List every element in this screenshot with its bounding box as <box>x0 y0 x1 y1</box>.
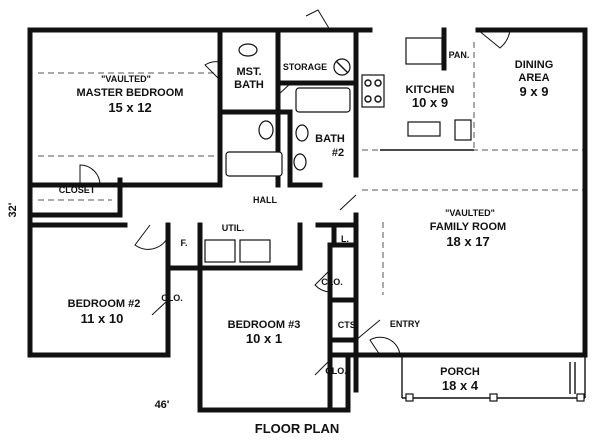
clo1-label: CLO. <box>161 293 183 303</box>
bath2-line2: #2 <box>332 147 344 159</box>
bedroom3-size: 10 x 1 <box>246 331 282 346</box>
washer <box>204 239 236 263</box>
master-bedroom-size: 15 x 12 <box>108 100 151 115</box>
family-vaulted-note: "VAULTED" <box>445 208 495 218</box>
entry-label: ENTRY <box>390 319 420 329</box>
pantry-label: PAN. <box>449 50 470 60</box>
util-label: UTIL. <box>222 223 245 233</box>
doors <box>79 9 511 413</box>
refrigerator <box>405 37 443 65</box>
bedroom2-size: 11 x 10 <box>81 311 124 326</box>
master-bedroom-name: MASTER BEDROOM <box>77 87 184 99</box>
clo3-label: CLO. <box>325 366 347 376</box>
family-room-size: 18 x 17 <box>446 234 489 249</box>
fixtures <box>38 37 474 263</box>
bath2-tub <box>295 87 351 113</box>
bath2-sink <box>293 153 307 171</box>
mst-bath-line1: MST. <box>236 66 261 78</box>
master-vaulted-note: "VAULTED" <box>101 74 151 84</box>
family-room-name: FAMILY ROOM <box>430 221 506 233</box>
depth-dimension: 32' <box>7 202 19 217</box>
kitchen-size: 10 x 9 <box>412 95 448 110</box>
dining-size: 9 x 9 <box>520 84 549 99</box>
master-bath-sink <box>238 43 258 57</box>
bedroom3-name: BEDROOM #3 <box>228 319 301 331</box>
dining-line2: AREA <box>518 72 549 84</box>
dishwasher <box>454 119 472 141</box>
dining-line1: DINING <box>515 59 554 71</box>
walls <box>27 27 588 413</box>
dryer <box>239 239 271 263</box>
l-label: L. <box>341 234 349 244</box>
bath2-line1: BATH <box>315 133 345 145</box>
porch-size: 18 x 4 <box>442 378 479 393</box>
width-dimension: 46' <box>155 399 170 411</box>
mst-bath-line2: BATH <box>234 79 264 91</box>
cts-label: CTS. <box>338 320 359 330</box>
bath2-toilet <box>295 124 309 142</box>
master-bath-toilet <box>258 120 274 140</box>
plan-title: FLOOR PLAN <box>255 421 340 436</box>
kitchen-name: KITCHEN <box>406 84 455 96</box>
closet-label: CLOSET <box>59 185 96 195</box>
clo2-label: CLO. <box>321 277 343 287</box>
f-label: F. <box>180 238 187 248</box>
range <box>361 74 385 108</box>
master-bath-tub <box>225 151 283 177</box>
bedroom2-name: BEDROOM #2 <box>68 298 141 310</box>
storage-label: STORAGE <box>283 62 327 72</box>
porch <box>401 355 586 402</box>
kitchen-sink <box>407 121 441 137</box>
porch-name: PORCH <box>440 366 480 378</box>
hall-label: HALL <box>253 195 277 205</box>
